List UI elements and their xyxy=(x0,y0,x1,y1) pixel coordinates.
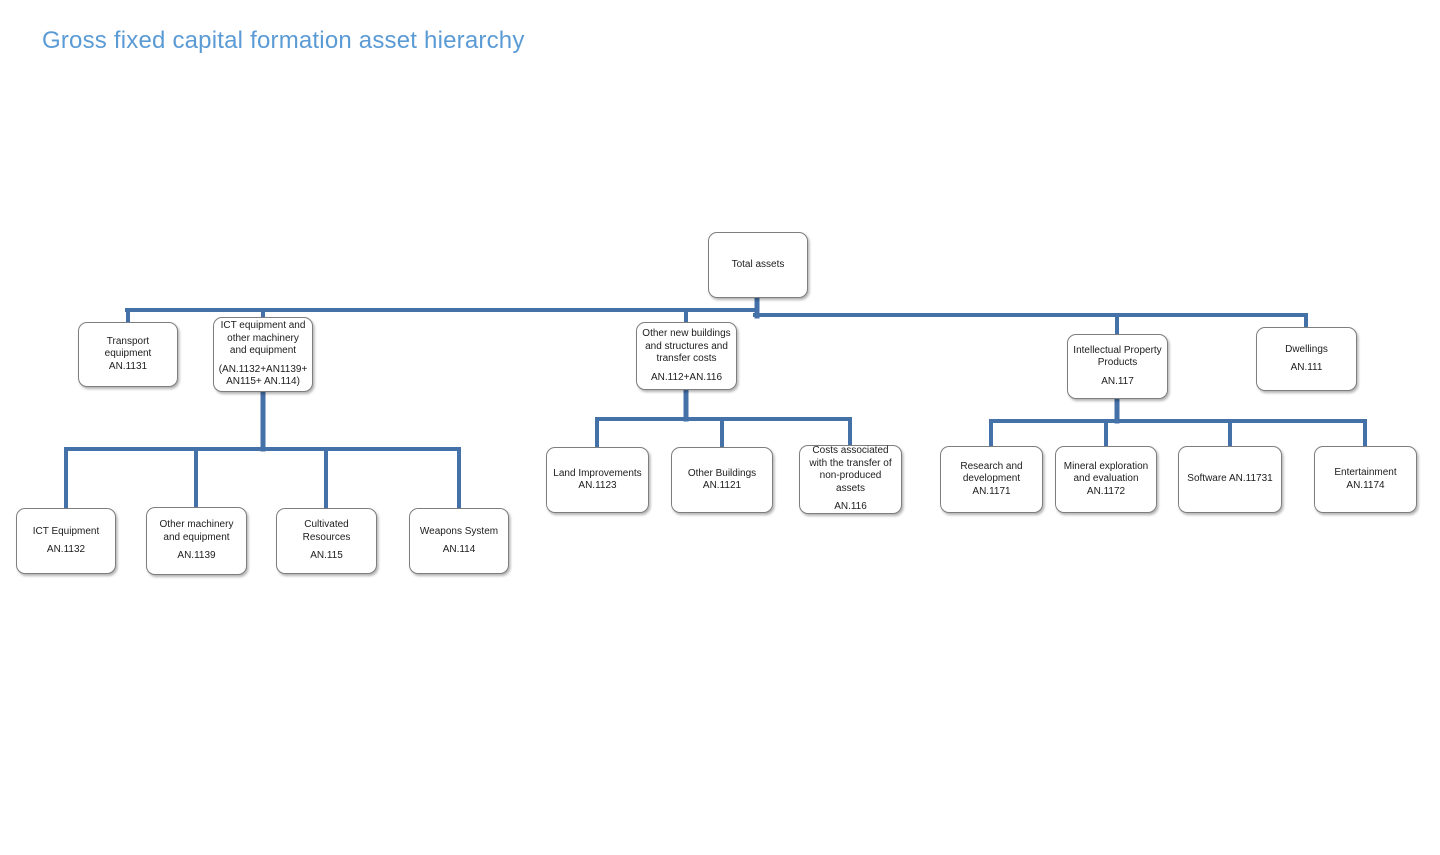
node-code: AN.1121 xyxy=(702,480,742,491)
node-code: AN.1174 xyxy=(1346,479,1385,491)
node-code: AN.1171 xyxy=(972,485,1011,497)
node-label: Other machinery and equipment xyxy=(159,519,234,543)
node-mineral-exploration: Mineral exploration and evaluation AN.11… xyxy=(1055,446,1157,513)
node-software: Software AN.11731 xyxy=(1178,446,1282,513)
node-intellectual-property: Intellectual Property Products AN.117 xyxy=(1067,334,1168,399)
node-label: Other Buildings xyxy=(687,467,757,479)
node-label: Mineral exploration and evaluation xyxy=(1063,460,1149,485)
node-label: Costs associated with the transfer of no… xyxy=(809,445,892,494)
node-code: AN.111 xyxy=(1290,362,1323,373)
node-code: AN.112+AN.116 xyxy=(650,371,723,383)
node-transfer-costs: Costs associated with the transfer of no… xyxy=(799,445,902,514)
node-label: Dwellings xyxy=(1285,343,1328,355)
page-title: Gross fixed capital formation asset hier… xyxy=(42,27,525,54)
node-label: Total assets xyxy=(731,258,785,270)
node-code: (AN.1132+AN1139+AN115+ AN.114) xyxy=(218,363,308,388)
node-code: AN.1172 xyxy=(1086,485,1126,497)
node-other-new-buildings: Other new buildings and structures and t… xyxy=(636,322,737,390)
connector-buildings-group xyxy=(595,386,852,451)
node-land-improvements: Land Improvements AN.1123 xyxy=(546,447,649,513)
node-code: AN.1139 xyxy=(177,550,216,562)
node-transport-equipment: Transport equipment AN.1131 xyxy=(78,322,178,387)
node-other-buildings: Other Buildings AN.1121 xyxy=(671,447,773,513)
node-dwellings: Dwellings AN.111 xyxy=(1256,327,1357,391)
node-label: Land Improvements xyxy=(553,467,642,479)
node-code: AN.117 xyxy=(1101,375,1134,387)
node-weapons-system: Weapons System AN.114 xyxy=(409,508,509,574)
node-label: Other new buildings and structures and t… xyxy=(642,328,731,364)
connector-ipp-group xyxy=(989,395,1367,449)
node-research-development: Research and development AN.1171 xyxy=(940,446,1043,513)
node-label: ICT Equipment xyxy=(32,525,100,537)
node-label: ICT equipment and other machinery and eq… xyxy=(220,320,306,357)
node-label: Cultivated Resources xyxy=(302,519,351,543)
node-label: Entertainment xyxy=(1334,467,1397,478)
node-total-assets: Total assets xyxy=(708,232,808,298)
node-ict-equipment-group: ICT equipment and other machinery and eq… xyxy=(213,317,313,392)
node-code: AN.114 xyxy=(442,544,476,555)
node-label: Research and development xyxy=(960,460,1023,485)
node-code: AN.116 xyxy=(834,501,867,513)
node-label: Intellectual Property Products xyxy=(1073,344,1162,369)
node-cultivated-resources: Cultivated Resources AN.115 xyxy=(276,508,377,574)
connector-root xyxy=(125,294,1308,337)
node-label: Software AN.11731 xyxy=(1187,473,1273,485)
node-entertainment: Entertainment AN.1174 xyxy=(1314,446,1417,513)
node-code: AN.1123 xyxy=(578,480,617,491)
node-code: AN.1131 xyxy=(108,360,148,372)
node-label: Weapons System xyxy=(419,525,499,537)
node-label: Transport equipment xyxy=(104,335,152,360)
node-other-machinery: Other machinery and equipment AN.1139 xyxy=(146,507,247,575)
node-code: AN.115 xyxy=(310,550,343,562)
node-code: AN.1132 xyxy=(46,544,86,555)
node-ict-equipment: ICT Equipment AN.1132 xyxy=(16,508,116,574)
connector-ict-group xyxy=(64,388,461,511)
